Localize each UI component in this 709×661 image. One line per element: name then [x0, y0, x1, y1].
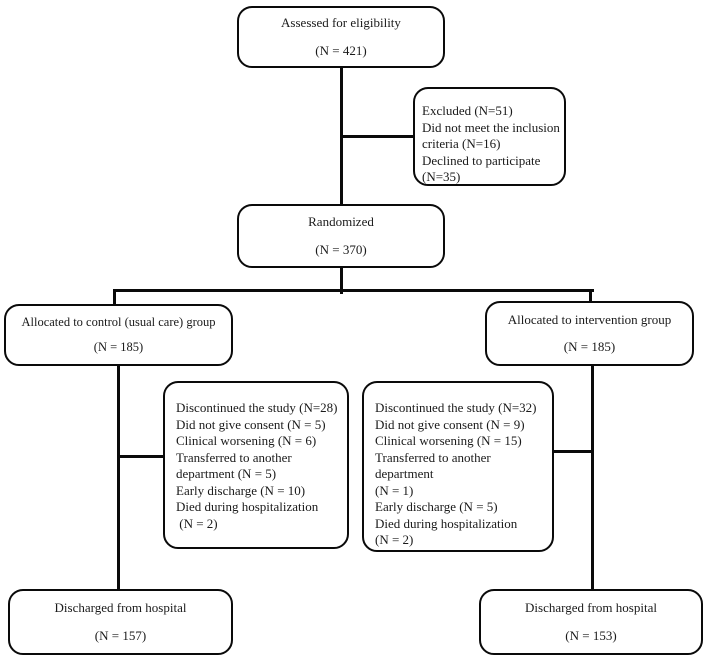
box-randomized: Randomized (N = 370): [237, 204, 445, 268]
excluded-line: (N=35): [422, 169, 461, 184]
control-discontinued-line: Transferred to another: [176, 449, 292, 465]
connector-randomized-to-branch: [340, 267, 343, 294]
connector-to-control-discontinued: [117, 455, 163, 458]
connector-to-intervention-discontinued: [553, 450, 591, 453]
control-discontinued-line: (N = 2): [176, 515, 218, 531]
excluded-line: Excluded (N=51): [422, 103, 513, 118]
intervention-allocated-n: (N = 185): [563, 339, 616, 354]
intervention-discharged-title: Discharged from hospital: [525, 600, 657, 616]
control-allocated-title: Allocated to control (usual care) group: [21, 314, 216, 329]
box-control-discontinued: Discontinued the study (N=28) Did not gi…: [163, 381, 349, 549]
control-discontinued-line: Did not give consent (N = 5): [176, 416, 326, 432]
randomized-n: (N = 370): [315, 241, 367, 257]
connector-control-vertical: [117, 365, 120, 590]
connector-branch-drop-left: [113, 289, 116, 305]
connector-to-excluded: [342, 135, 413, 138]
intervention-allocated-title: Allocated to intervention group: [507, 311, 672, 327]
box-assessed-for-eligibility: Assessed for eligibility (N = 421): [237, 6, 445, 68]
box-intervention-allocated: Allocated to intervention group (N = 185…: [485, 301, 694, 366]
intervention-discontinued-line: (N = 2): [375, 532, 414, 547]
intervention-discontinued-line: Discontinued the study (N=32): [375, 400, 537, 415]
intervention-discontinued-line: Did not give consent (N = 9): [375, 416, 525, 432]
control-discontinued-line: Early discharge (N = 10): [176, 482, 306, 498]
excluded-line: Declined to participate: [422, 152, 541, 168]
connector-branch-horizontal: [113, 289, 594, 292]
connector-intervention-vertical: [591, 365, 594, 590]
intervention-discharged-n: (N = 153): [565, 627, 617, 643]
control-discontinued-line: Died during hospitalization: [176, 499, 319, 514]
control-discontinued-line: department (N = 5): [176, 466, 277, 481]
control-discontinued-line: Discontinued the study (N=28): [176, 400, 338, 415]
assessed-title: Assessed for eligibility: [281, 15, 401, 31]
connector-assessed-to-randomized: [340, 67, 343, 205]
box-control-allocated: Allocated to control (usual care) group …: [4, 304, 233, 366]
assessed-n: (N = 421): [315, 42, 367, 58]
control-discontinued-line: Clinical worsening (N = 6): [176, 433, 317, 448]
control-discharged-n: (N = 157): [94, 627, 147, 643]
intervention-discontinued-line: Clinical worsening (N = 15): [375, 433, 522, 448]
randomized-title: Randomized: [308, 214, 374, 230]
box-excluded: Excluded (N=51) Did not meet the inclusi…: [413, 87, 566, 186]
intervention-discontinued-line: Early discharge (N = 5): [375, 499, 498, 514]
box-intervention-discharged: Discharged from hospital (N = 153): [479, 589, 703, 655]
control-allocated-n: (N = 185): [93, 339, 144, 354]
connector-branch-drop-right: [589, 289, 592, 302]
box-intervention-discontinued: Discontinued the study (N=32) Did not gi…: [362, 381, 554, 552]
box-control-discharged: Discharged from hospital (N = 157): [8, 589, 233, 655]
intervention-discontinued-line: (N = 1): [375, 482, 414, 498]
excluded-line: criteria (N=16): [422, 136, 501, 151]
excluded-line: Did not meet the inclusion: [422, 119, 560, 135]
intervention-discontinued-line: Died during hospitalization: [375, 515, 518, 531]
intervention-discontinued-line: Transferred to another department: [375, 449, 495, 482]
control-discharged-title: Discharged from hospital: [54, 600, 187, 616]
